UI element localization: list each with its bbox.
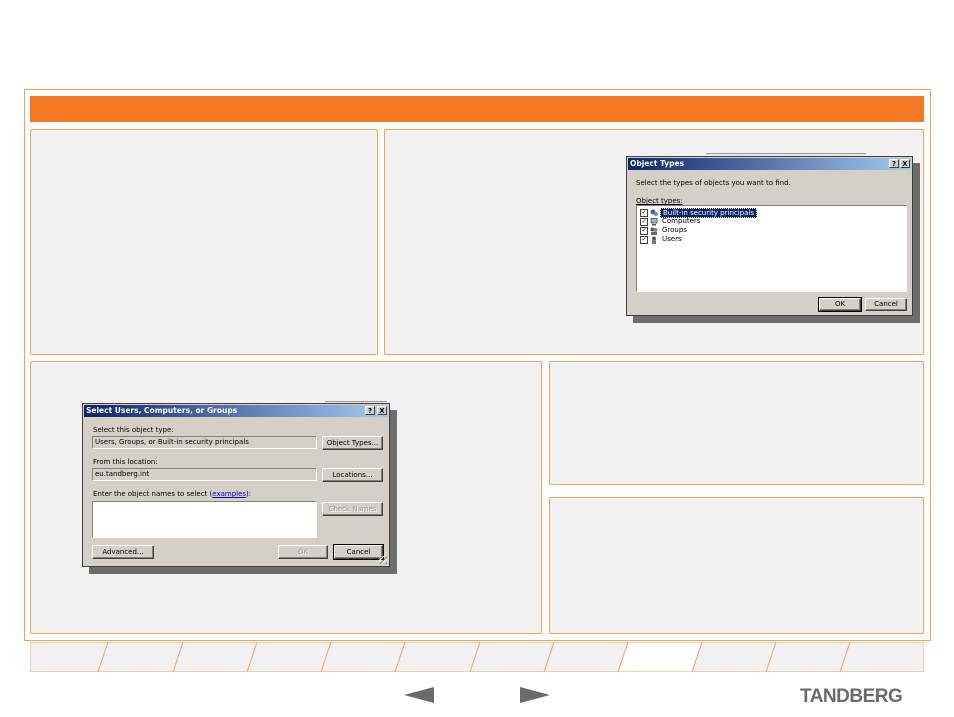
cancel-button[interactable]: Cancel [865,298,907,311]
security-principal-icon [650,209,658,217]
dialog-title-bar[interactable]: Select Users, Computers, or Groups [84,405,388,417]
panel-bottom-right-bottom [549,497,924,634]
header-banner [30,96,924,122]
checkbox[interactable]: ✓ [640,236,648,244]
close-button[interactable]: X [900,159,910,168]
tab-3[interactable] [172,642,258,672]
object-types-button[interactable]: Object Types... [322,436,383,450]
checkbox[interactable]: ✓ [640,218,648,226]
tab-strip [30,642,924,672]
tab-9-active[interactable] [617,642,703,672]
location-label: From this location: [93,458,158,466]
help-button[interactable]: ? [365,406,375,415]
group-icon [650,227,658,235]
tandberg-logo: TANDBERG [800,686,903,707]
select-users-dialog: Select Users, Computers, or Groups ? X S… [82,403,390,567]
tab-12[interactable] [839,642,924,672]
list-item[interactable]: ✓ Built-in security principals [640,208,840,218]
tab-1[interactable] [30,642,109,672]
tab-7[interactable] [469,642,555,672]
section-tabs [30,642,924,672]
object-types-list[interactable]: ✓ Built-in security principals ✓ Compute… [636,205,907,292]
list-item-label: Users [662,235,682,243]
dialog-title: Object Types [630,159,685,168]
help-button[interactable]: ? [889,159,899,168]
tab-6[interactable] [394,642,481,672]
instruction-text: Select the types of objects you want to … [636,179,791,187]
names-label-text: Enter the object names to select ( [93,490,213,498]
tab-8[interactable] [543,642,629,672]
tab-11[interactable] [765,642,851,672]
tab-4[interactable] [246,642,332,672]
resize-grip-icon[interactable] [379,556,387,564]
computer-icon [650,218,658,226]
locations-button[interactable]: Locations... [322,468,383,482]
advanced-button[interactable]: Advanced... [92,545,154,559]
tab-2[interactable] [97,642,184,672]
next-arrow-icon[interactable] [520,686,550,709]
ok-button[interactable]: OK [818,297,862,312]
list-item-label: Computers [662,217,701,225]
checkbox[interactable]: ✓ [640,227,648,235]
previous-arrow-icon[interactable] [404,686,434,709]
object-names-input[interactable] [92,501,317,538]
ok-button[interactable]: OK [278,545,328,559]
close-button[interactable]: X [377,406,387,415]
examples-link[interactable]: examples [212,490,247,498]
check-names-button[interactable]: Check Names [322,502,383,516]
location-field: eu.tandberg.int [92,468,317,481]
list-item[interactable]: ✓ Users [640,235,840,245]
object-type-label: Select this object type: [93,426,174,434]
dialog-title-bar[interactable]: Object Types [628,158,911,170]
names-label-end: ): [246,490,252,498]
list-item[interactable]: ✓ Groups [640,226,840,236]
cancel-button[interactable]: Cancel [333,544,384,560]
object-types-label: Object types: [636,197,683,205]
dialog-title: Select Users, Computers, or Groups [86,406,238,415]
user-icon [650,236,658,244]
names-label: Enter the object names to select (exampl… [93,490,251,498]
list-item[interactable]: ✓ Computers [640,217,840,227]
checkbox[interactable]: ✓ [640,209,648,217]
panel-bottom-right-top [549,361,924,485]
panel-top-left [30,129,378,355]
list-item-label: Built-in security principals [660,208,757,218]
object-types-dialog: Object Types ? X Select the types of obj… [626,156,913,316]
tab-5[interactable] [320,642,406,672]
list-item-label: Groups [662,226,687,234]
object-type-field: Users, Groups, or Built-in security prin… [92,436,317,449]
tab-10[interactable] [691,642,777,672]
